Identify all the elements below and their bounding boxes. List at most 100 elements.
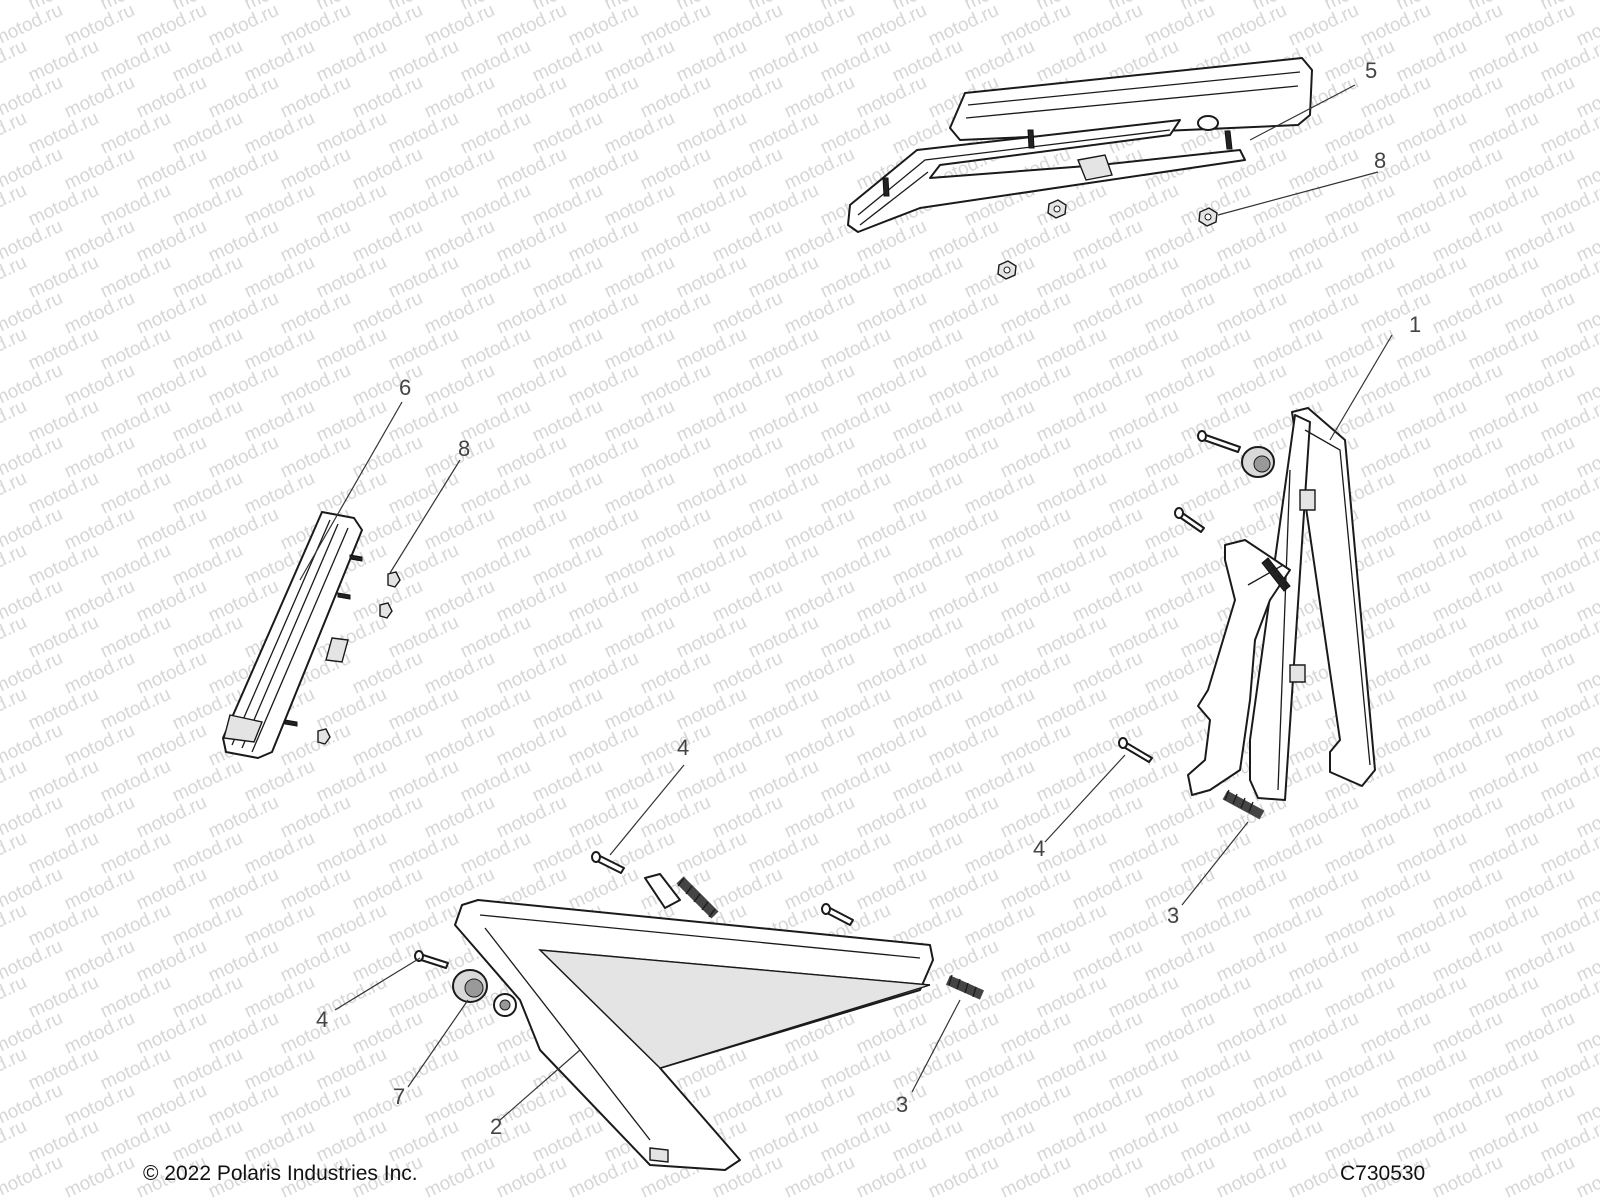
watermark-text: motod.ru <box>1285 792 1362 843</box>
watermark-text: motod.ru <box>961 324 1038 375</box>
watermark-text: motod.ru <box>601 468 678 519</box>
watermark-text: motod.ru <box>961 756 1038 807</box>
watermark-text: motod.ru <box>565 72 642 123</box>
watermark-text: motod.ru <box>1033 396 1110 447</box>
watermark-text: motod.ru <box>709 792 786 843</box>
watermark-text: motod.ru <box>1213 864 1290 915</box>
watermark-text: motod.ru <box>673 684 750 735</box>
watermark-text: motod.ru <box>241 396 318 447</box>
watermark-text: motod.ru <box>1033 1044 1110 1095</box>
watermark-text: motod.ru <box>1465 180 1542 231</box>
watermark-text: motod.ru <box>1141 0 1218 51</box>
watermark-text: motod.ru <box>1285 936 1362 987</box>
watermark-text: motod.ru <box>1249 972 1326 1023</box>
watermark-text: motod.ru <box>853 648 930 699</box>
watermark-text: motod.ru <box>961 1116 1038 1167</box>
watermark-text: motod.ru <box>61 504 138 555</box>
callout-8-left: 8 <box>458 436 470 461</box>
watermark-text: motod.ru <box>205 144 282 195</box>
watermark-text: motod.ru <box>565 288 642 339</box>
watermark-text: motod.ru <box>133 720 210 771</box>
watermark-text: motod.ru <box>349 1008 426 1059</box>
watermark-text: motod.ru <box>637 648 714 699</box>
watermark-text: motod.ru <box>421 1152 498 1200</box>
watermark-text: motod.ru <box>1033 900 1110 951</box>
watermark-text: motod.ru <box>205 576 282 627</box>
watermark-text: motod.ru <box>0 972 30 1023</box>
watermark-text: motod.ru <box>673 756 750 807</box>
watermark-text: motod.ru <box>1141 792 1218 843</box>
watermark-text: motod.ru <box>97 108 174 159</box>
watermark-text: motod.ru <box>1285 864 1362 915</box>
watermark-text: motod.ru <box>169 1044 246 1095</box>
watermark-text: motod.ru <box>493 1152 570 1200</box>
watermark-text: motod.ru <box>1069 432 1146 483</box>
watermark-text: motod.ru <box>529 108 606 159</box>
callout-1: 1 <box>1409 312 1421 337</box>
watermark-text: motod.ru <box>1429 1008 1506 1059</box>
watermark-text: motod.ru <box>601 684 678 735</box>
watermark-text: motod.ru <box>385 36 462 87</box>
watermark-text: motod.ru <box>1177 252 1254 303</box>
watermark-text: motod.ru <box>61 1008 138 1059</box>
watermark-text: motod.ru <box>1177 828 1254 879</box>
watermark-text: motod.ru <box>961 684 1038 735</box>
callout-8-upper: 8 <box>1374 148 1386 173</box>
watermark-text: motod.ru <box>421 792 498 843</box>
watermark-text: motod.ru <box>673 108 750 159</box>
watermark-text: motod.ru <box>925 1080 1002 1131</box>
watermark-text: motod.ru <box>601 180 678 231</box>
watermark-text: motod.ru <box>1357 864 1434 915</box>
watermark-text: motod.ru <box>601 612 678 663</box>
watermark-text: motod.ru <box>1213 936 1290 987</box>
watermark-text: motod.ru <box>1393 468 1470 519</box>
watermark-text: motod.ru <box>1393 684 1470 735</box>
watermark-text: motod.ru <box>745 1116 822 1167</box>
watermark-text: motod.ru <box>1393 180 1470 231</box>
watermark-text: motod.ru <box>205 1080 282 1131</box>
watermark-text: motod.ru <box>61 0 138 51</box>
watermark-text: motod.ru <box>25 108 102 159</box>
watermark-text: motod.ru <box>205 936 282 987</box>
watermark-text: motod.ru <box>421 360 498 411</box>
watermark-text: motod.ru <box>25 756 102 807</box>
watermark-text: motod.ru <box>349 1080 426 1131</box>
watermark-text: motod.ru <box>1069 648 1146 699</box>
watermark-text: motod.ru <box>1321 972 1398 1023</box>
watermark-text: motod.ru <box>565 0 642 51</box>
watermark-text: motod.ru <box>133 0 210 51</box>
watermark-text: motod.ru <box>169 756 246 807</box>
watermark-text: motod.ru <box>565 864 642 915</box>
watermark-text: motod.ru <box>1393 1044 1470 1095</box>
watermark-text: motod.ru <box>205 0 282 51</box>
watermark-text: motod.ru <box>925 216 1002 267</box>
watermark-text: motod.ru <box>1393 396 1470 447</box>
watermark-text: motod.ru <box>1069 360 1146 411</box>
watermark-text: motod.ru <box>0 396 30 447</box>
watermark-text: motod.ru <box>1141 576 1218 627</box>
watermark-text: motod.ru <box>457 1044 534 1095</box>
watermark-text: motod.ru <box>1465 468 1542 519</box>
watermark-text: motod.ru <box>421 504 498 555</box>
watermark-text: motod.ru <box>817 324 894 375</box>
watermark-text: motod.ru <box>709 432 786 483</box>
watermark-text: motod.ru <box>25 396 102 447</box>
watermark-text: motod.ru <box>1465 684 1542 735</box>
watermark-text: motod.ru <box>1105 684 1182 735</box>
watermark-text: motod.ru <box>1141 288 1218 339</box>
watermark-text: motod.ru <box>205 432 282 483</box>
watermark-text: motod.ru <box>61 72 138 123</box>
watermark-text: motod.ru <box>205 1008 282 1059</box>
watermark-text: motod.ru <box>133 360 210 411</box>
watermark-text: motod.ru <box>709 504 786 555</box>
watermark-text: motod.ru <box>97 396 174 447</box>
watermark-text: motod.ru <box>709 576 786 627</box>
watermark-text: motod.ru <box>1105 612 1182 663</box>
watermark-text: motod.ru <box>277 288 354 339</box>
part-8-nut-upper-group <box>997 199 1218 280</box>
watermark-text: motod.ru <box>421 1080 498 1131</box>
watermark-text: motod.ru <box>349 648 426 699</box>
watermark-text: motod.ru <box>97 972 174 1023</box>
